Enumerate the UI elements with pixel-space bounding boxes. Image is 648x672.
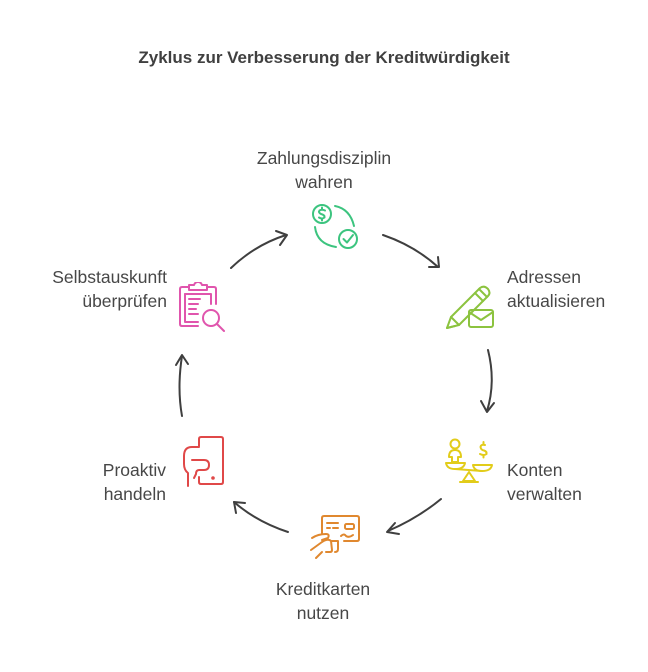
clipboard-search-icon (179, 282, 225, 332)
diagram-title: Zyklus zur Verbesserung der Kreditwürdig… (138, 48, 510, 67)
hand-phone-icon (183, 436, 224, 487)
arrow-selbstauskunft-to-zahlungsdisziplin (230, 230, 288, 269)
step-label-line: Proaktiv (102, 460, 166, 480)
money-cycle-check-icon (312, 204, 358, 249)
pencil-envelope-icon (446, 285, 494, 329)
step-label-line: wahren (295, 172, 353, 192)
step-label-line: nutzen (296, 603, 350, 623)
step-label-line: überprüfen (82, 291, 167, 311)
step-label-zahlungsdisziplin: Zahlungsdisziplin wahren (224, 146, 424, 194)
step-label-line: aktualisieren (507, 291, 606, 311)
step-label-line: Selbstauskunft (52, 267, 167, 287)
step-label-kreditkarten: Kreditkarten nutzen (233, 577, 413, 625)
arrow-kreditkarten-to-proaktiv (233, 501, 289, 533)
step-label-line: verwalten (507, 484, 582, 504)
step-label-adressen: Adressen aktualisieren (507, 265, 637, 313)
arrow-proaktiv-to-selbstauskunft (175, 354, 189, 417)
step-label-line: Adressen (507, 267, 581, 287)
arrow-konten-to-kreditkarten (386, 498, 442, 535)
step-label-line: Kreditkarten (275, 579, 371, 599)
hand-credit-card-icon (310, 515, 360, 559)
step-label-selbstauskunft: Selbstauskunft überprüfen (20, 265, 167, 313)
step-label-line: Zahlungsdisziplin (256, 148, 392, 168)
step-label-konten: Konten verwalten (507, 458, 637, 506)
arrow-adressen-to-konten (480, 349, 495, 413)
arrow-zahlungsdisziplin-to-adressen (382, 234, 440, 268)
step-label-line: Konten (507, 460, 563, 480)
balance-scale-person-dollar-icon (445, 438, 493, 483)
step-label-line: handeln (103, 484, 166, 504)
step-label-proaktiv: Proaktiv handeln (40, 458, 166, 506)
